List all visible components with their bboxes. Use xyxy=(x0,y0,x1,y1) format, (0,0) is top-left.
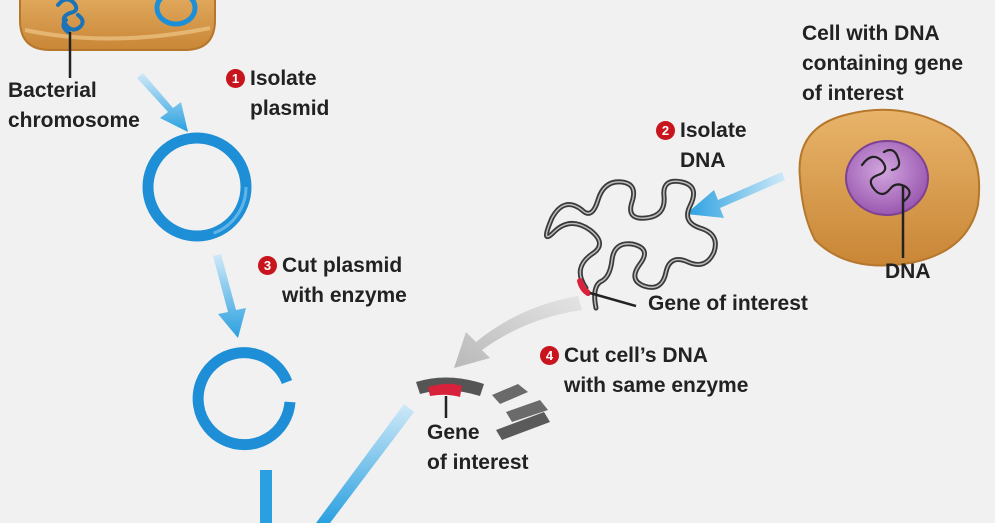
gene-segment xyxy=(577,278,591,296)
step-4-cut-cell-dna: 4 Cut cell’s DNA with same enzyme xyxy=(540,341,748,401)
step-text-line: DNA xyxy=(680,149,726,172)
label-line: Gene xyxy=(427,421,480,444)
eukaryotic-cell xyxy=(798,108,981,267)
dna-fragments xyxy=(416,377,550,440)
step-number-badge: 1 xyxy=(226,69,245,88)
label-line: containing gene xyxy=(802,52,964,75)
label-line: Bacterial xyxy=(8,79,97,102)
step-text-line: Cut cell’s DNA xyxy=(564,344,708,367)
step-1-isolate-plasmid: 1 Isolate plasmid xyxy=(226,64,329,124)
dna-label: DNA xyxy=(885,260,931,283)
label-line: of interest xyxy=(802,82,904,105)
nuclear-dna-shape xyxy=(860,148,911,203)
gene-of-interest-label: Gene of interest xyxy=(648,292,808,315)
nucleus xyxy=(845,140,929,216)
step-number-badge: 2 xyxy=(656,121,675,140)
arrow-isolate-plasmid xyxy=(137,73,188,132)
bacterial-cell xyxy=(19,0,216,51)
label-line: chromosome xyxy=(8,109,140,132)
bacterial-chromosome-label: Bacterial chromosome xyxy=(8,76,140,136)
arrow-from-gene xyxy=(316,404,414,523)
arrow-isolate-dna xyxy=(686,172,785,218)
step-2-isolate-dna: 2 Isolate DNA xyxy=(656,116,747,176)
step-text-line: with enzyme xyxy=(282,284,407,307)
gene-label: Gene of interest xyxy=(427,418,529,478)
plasmid-cut xyxy=(192,347,296,451)
step-number-badge: 3 xyxy=(258,256,277,275)
arrow-down-left xyxy=(260,470,272,523)
label-line: Cell with DNA xyxy=(802,22,940,45)
step-text-line: Isolate xyxy=(250,67,317,90)
label-line: of interest xyxy=(427,451,529,474)
gene-of-interest-pointer xyxy=(589,291,637,308)
bacterial-chromosome-shape xyxy=(56,0,85,34)
small-plasmid-shape xyxy=(154,0,198,27)
arrow-cut-plasmid xyxy=(213,254,246,338)
step-text-line: with same enzyme xyxy=(564,374,749,397)
step-number-badge: 4 xyxy=(540,346,559,365)
step-text-line: Isolate xyxy=(680,119,747,142)
step-3-cut-plasmid: 3 Cut plasmid with enzyme xyxy=(258,251,407,311)
step-text-line: plasmid xyxy=(250,97,330,120)
cell-with-dna-label: Cell with DNA containing gene of interes… xyxy=(802,19,963,109)
step-text-line: Cut plasmid xyxy=(282,254,403,277)
arrow-cut-dna xyxy=(454,296,582,368)
